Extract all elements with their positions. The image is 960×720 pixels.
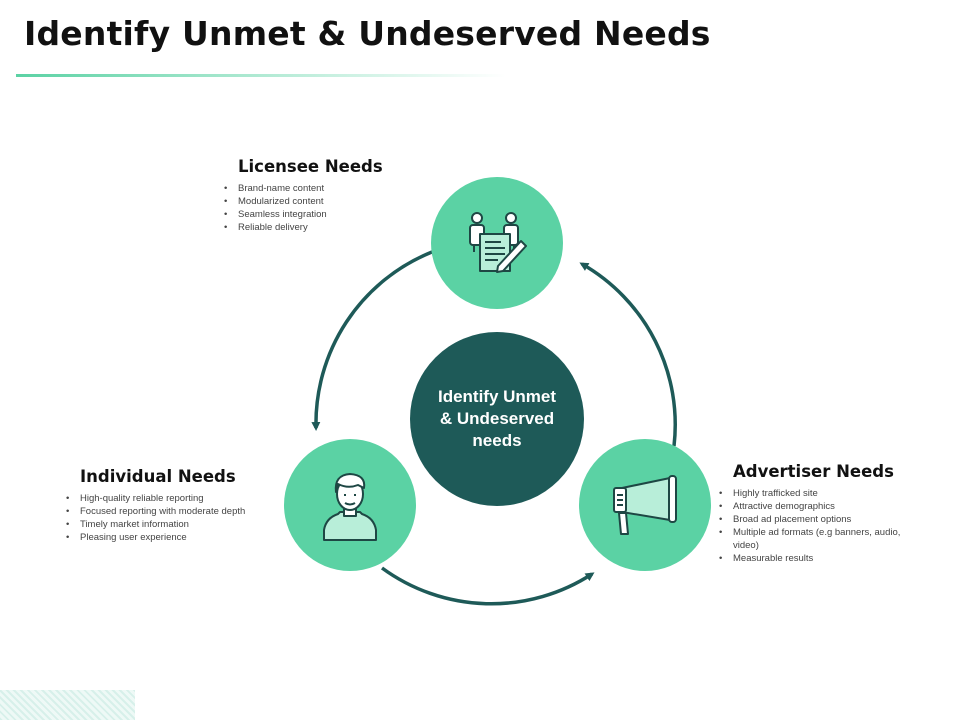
hub-label-line: & Undeserved <box>439 409 555 428</box>
hub-label-line: Identify Unmet <box>437 387 557 406</box>
hub-circle <box>410 332 584 506</box>
arrow-advertiser-to-licensee <box>579 262 677 447</box>
corner-decoration <box>0 690 135 720</box>
list-item: Modularized content <box>224 195 383 208</box>
list-item: Multiple ad formats (e.g banners, audio,… <box>719 526 904 552</box>
advertiser-needs-block: Advertiser Needs Highly trafficked site … <box>719 462 904 565</box>
document-people-icon <box>469 212 527 273</box>
list-item: Reliable delivery <box>224 221 383 234</box>
list-item: Measurable results <box>719 552 904 565</box>
list-item: Broad ad placement options <box>719 513 904 526</box>
advertiser-needs-heading: Advertiser Needs <box>733 462 894 481</box>
licensee-needs-heading: Licensee Needs <box>238 157 383 176</box>
list-item: Timely market information <box>66 518 245 531</box>
hub-label-line: needs <box>472 431 522 450</box>
individual-needs-heading: Individual Needs <box>80 467 236 486</box>
list-item: Seamless integration <box>224 208 383 221</box>
list-item: Focused reporting with moderate depth <box>66 505 245 518</box>
megaphone-icon <box>613 475 677 535</box>
list-item: High-quality reliable reporting <box>66 492 245 505</box>
list-item: Attractive demographics <box>719 500 904 513</box>
list-item: Highly trafficked site <box>719 487 904 500</box>
licensee-needs-list: Brand-name content Modularized content S… <box>224 182 383 234</box>
arrow-individual-to-advertiser <box>380 566 595 606</box>
individual-needs-block: Individual Needs High-quality reliable r… <box>66 467 245 544</box>
page-title: Identify Unmet & Undeserved Needs <box>24 14 711 53</box>
licensee-needs-block: Licensee Needs Brand-name content Modula… <box>224 157 383 234</box>
person-icon <box>323 473 377 541</box>
arrow-licensee-to-individual <box>311 250 433 431</box>
advertiser-needs-list: Highly trafficked site Attractive demogr… <box>719 487 904 565</box>
list-item: Brand-name content <box>224 182 383 195</box>
individual-needs-list: High-quality reliable reporting Focused … <box>66 492 245 544</box>
list-item: Pleasing user experience <box>66 531 245 544</box>
title-underline <box>16 74 506 77</box>
hub-label: Identify Unmet & Undeserved needs <box>412 386 582 452</box>
